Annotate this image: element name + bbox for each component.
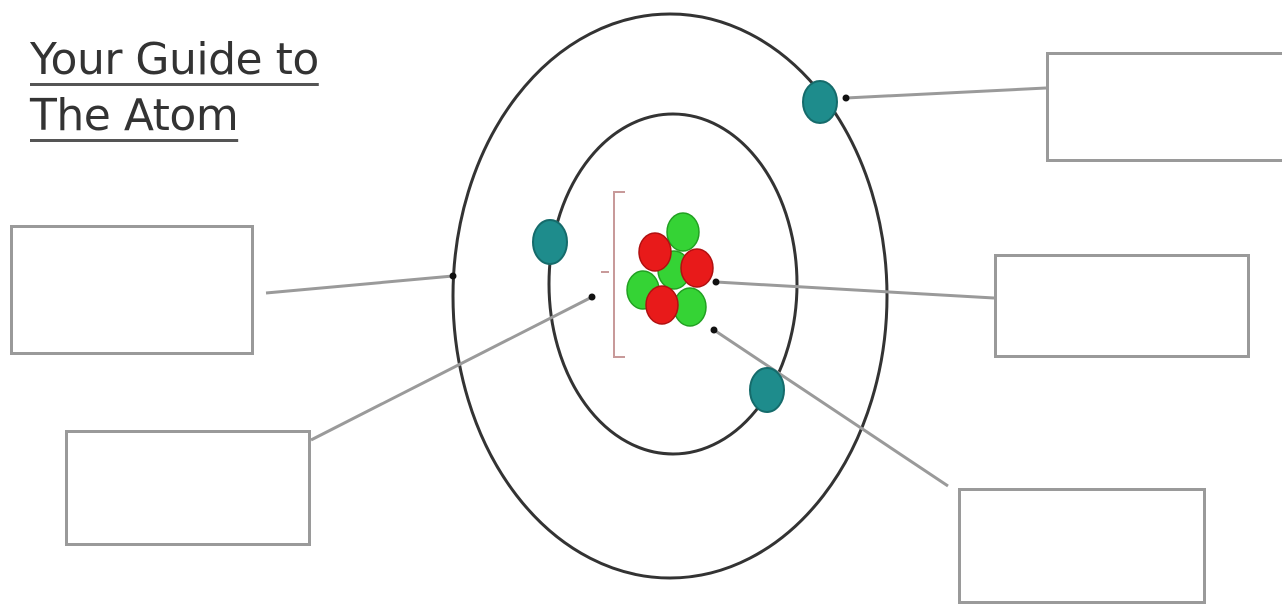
leader-line-nucleus bbox=[715, 280, 995, 300]
proton bbox=[680, 248, 714, 288]
pointer-dots bbox=[449, 94, 850, 334]
title-line-2: The Atom bbox=[30, 90, 239, 141]
electrons bbox=[532, 80, 838, 413]
label-box-outer-electron[interactable] bbox=[1046, 52, 1282, 162]
leader-line-nucleus-region bbox=[310, 295, 593, 442]
leader-line-shell bbox=[265, 274, 454, 295]
label-box-shell[interactable] bbox=[10, 225, 254, 355]
outer-orbit bbox=[451, 12, 889, 580]
pointer-dot bbox=[710, 326, 718, 334]
leader-line-particle bbox=[713, 328, 949, 488]
leader-line-outer-electron bbox=[845, 86, 1047, 100]
label-box-nucleus[interactable] bbox=[994, 254, 1250, 358]
electron-top-right bbox=[802, 80, 838, 124]
label-box-nucleus-region[interactable] bbox=[65, 430, 311, 546]
nucleus-bracket bbox=[613, 191, 625, 358]
pointer-dot bbox=[449, 272, 457, 280]
page-title: Your Guide to The Atom bbox=[30, 32, 319, 144]
electron-bottom-right bbox=[749, 367, 785, 413]
label-box-particle[interactable] bbox=[958, 488, 1206, 604]
pointer-dot bbox=[712, 278, 720, 286]
proton bbox=[638, 232, 672, 272]
neutron bbox=[673, 287, 707, 327]
pointer-dot bbox=[588, 293, 596, 301]
nucleus bbox=[626, 212, 714, 327]
leader-lines bbox=[265, 86, 1047, 488]
title-line-1: Your Guide to bbox=[30, 34, 319, 85]
neutron bbox=[666, 212, 700, 252]
pointer-dot bbox=[842, 94, 850, 102]
inner-orbit bbox=[547, 112, 799, 456]
electron-left bbox=[532, 219, 568, 265]
proton bbox=[645, 285, 679, 325]
